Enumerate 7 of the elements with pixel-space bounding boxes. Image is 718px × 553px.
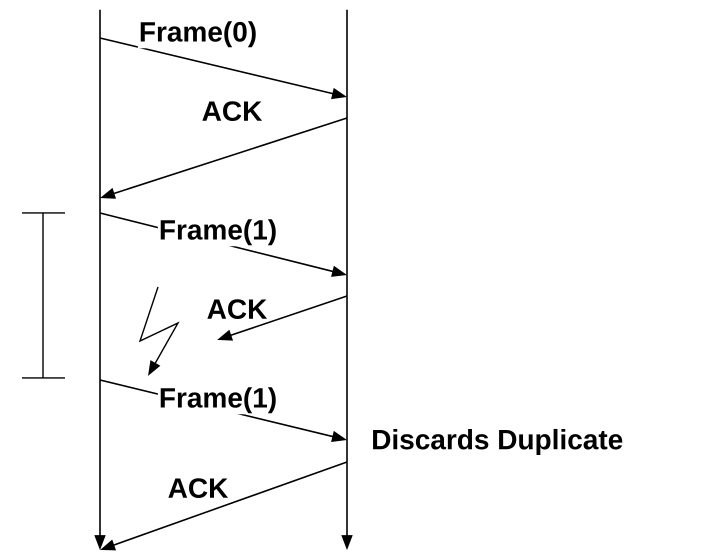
edge-label: Frame(0) — [138, 20, 258, 48]
edge-label: ACK — [166, 477, 230, 499]
note-text: Discards Duplicate — [373, 428, 622, 456]
edge-label: Frame(1) — [158, 386, 278, 414]
edge-label: ACK — [200, 100, 264, 122]
edge-label: Frame(1) — [158, 218, 278, 246]
edge-label: ACK — [206, 298, 268, 320]
